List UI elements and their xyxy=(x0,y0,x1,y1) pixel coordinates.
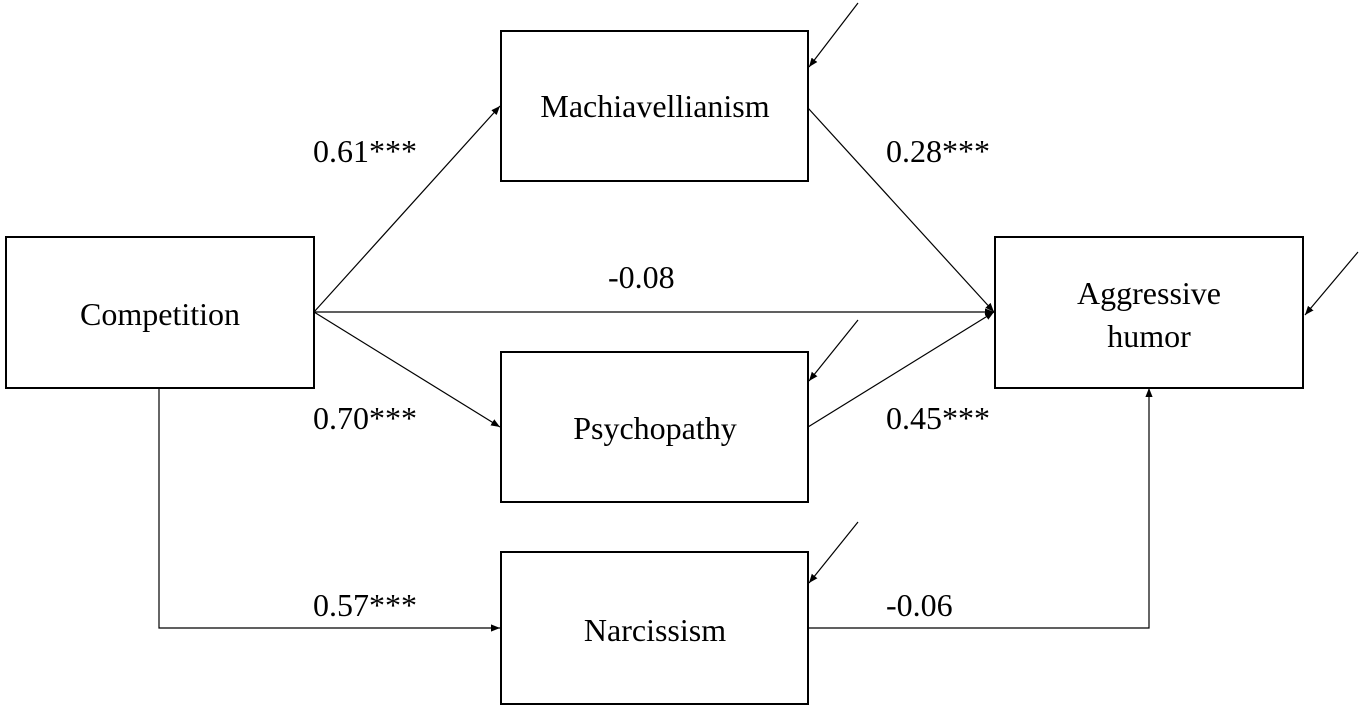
narcissism-box xyxy=(500,551,809,705)
error-arrow-narcissism xyxy=(808,521,859,584)
error-arrow-machiavellianism xyxy=(808,2,859,68)
path-psychopathy-aggressive-humor xyxy=(807,311,995,428)
coef-narcissism-aggressive-humor: -0.06 xyxy=(886,587,953,623)
path-competition-narcissism xyxy=(158,388,500,632)
aggressive-humor-label-line1: Aggressive xyxy=(1077,275,1221,311)
error-arrow-aggressive-humor xyxy=(1304,251,1359,316)
psychopathy-label: Psychopathy xyxy=(573,410,737,446)
coef-competition-psychopathy: 0.70*** xyxy=(313,400,417,436)
aggressive-humor-label-line2: humor xyxy=(1107,318,1191,354)
narcissism-label: Narcissism xyxy=(584,612,726,648)
competition-label: Competition xyxy=(80,296,240,332)
machiavellianism-label: Machiavellianism xyxy=(540,88,769,124)
coef-psychopathy-aggressive-humor: 0.45*** xyxy=(886,400,990,436)
machiavellianism-box xyxy=(500,30,809,182)
coef-competition-narcissism: 0.57*** xyxy=(313,587,417,623)
coef-competition-aggressive-humor: -0.08 xyxy=(608,259,675,295)
error-arrow-psychopathy xyxy=(808,319,859,382)
coef-machiavellianism-aggressive-humor: 0.28*** xyxy=(886,133,990,169)
path-machiavellianism-aggressive-humor xyxy=(807,107,995,313)
aggressive-humor-box xyxy=(994,236,1304,389)
path-competition-machiavellianism xyxy=(313,105,501,313)
psychopathy-box xyxy=(500,351,809,503)
competition-box xyxy=(5,236,315,389)
coef-competition-machiavellianism: 0.61*** xyxy=(313,133,417,169)
path-narcissism-aggressive-humor xyxy=(808,388,1153,629)
path-competition-psychopathy xyxy=(313,311,501,428)
